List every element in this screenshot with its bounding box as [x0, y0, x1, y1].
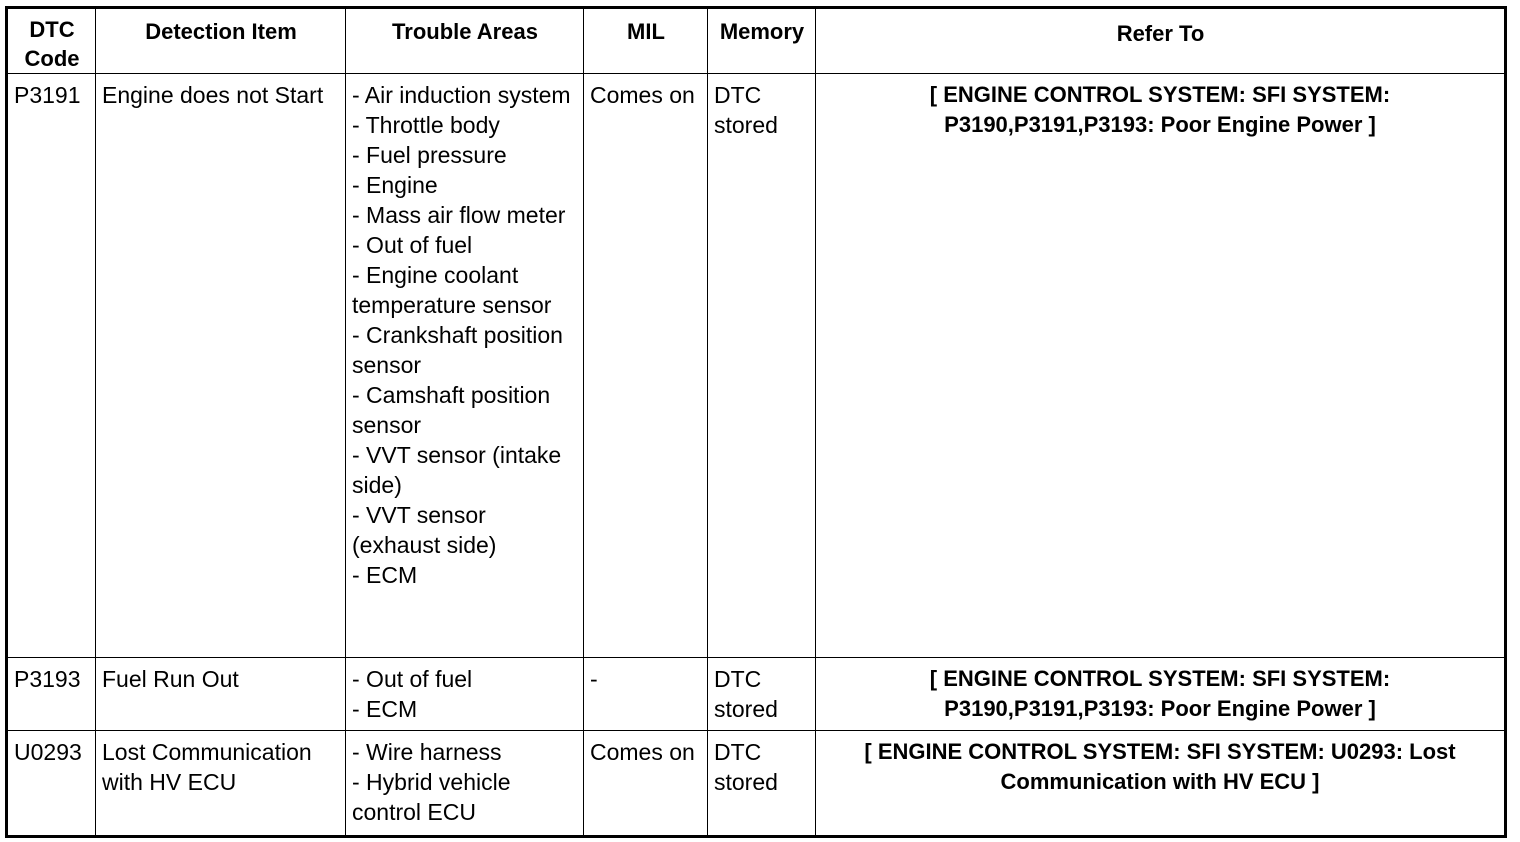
memory-cell: DTC stored — [707, 730, 816, 837]
dtc-code-cell: P3191 — [6, 72, 96, 659]
mil-cell: Comes on — [583, 730, 708, 837]
trouble-areas-cell: - Wire harness - Hybrid vehicle control … — [345, 730, 584, 837]
trouble-area-item: - Air induction system — [352, 82, 571, 108]
trouble-area-item: - Out of fuel — [352, 232, 473, 258]
refer-to-link[interactable]: [ ENGINE CONTROL SYSTEM: SFI SYSTEM: P31… — [815, 72, 1506, 659]
table-row: P3191 Engine does not Start - Air induct… — [6, 72, 1506, 659]
trouble-area-item: - Out of fuel — [352, 666, 473, 693]
trouble-area-item: - ECM — [352, 696, 418, 723]
trouble-area-item: - Hybrid vehicle control ECU — [352, 769, 511, 826]
detection-item-cell: Lost Communication with HV ECU — [95, 730, 346, 837]
header-dtc-code: DTC Code — [6, 7, 96, 74]
header-refer-to: Refer To — [815, 7, 1506, 74]
table-row: U0293 Lost Communication with HV ECU - W… — [6, 730, 1506, 837]
trouble-area-item: - Mass air flow meter — [352, 202, 566, 228]
detection-item-cell: Engine does not Start — [95, 72, 346, 659]
header-detection-item: Detection Item — [95, 7, 346, 74]
table-header: DTC Code Detection Item Trouble Areas MI… — [6, 7, 1506, 74]
header-memory: Memory — [707, 7, 816, 74]
dtc-code-cell: U0293 — [6, 730, 96, 837]
trouble-area-item: - Wire harness — [352, 739, 502, 766]
trouble-area-item: - Fuel pressure — [352, 142, 507, 168]
trouble-area-item: - ECM — [352, 562, 418, 588]
header-trouble-areas: Trouble Areas — [345, 7, 584, 74]
table-row: P3193 Fuel Run Out - Out of fuel - ECM -… — [6, 657, 1506, 732]
memory-cell: DTC stored — [707, 72, 816, 659]
mil-cell: Comes on — [583, 72, 708, 659]
trouble-area-item: - Engine coolant temperature sensor — [352, 262, 552, 318]
refer-to-link[interactable]: [ ENGINE CONTROL SYSTEM: SFI SYSTEM: U02… — [815, 730, 1506, 837]
table-body: P3191 Engine does not Start - Air induct… — [6, 72, 1506, 837]
trouble-area-item: - VVT sensor (intake side) — [352, 442, 562, 498]
header-row: DTC Code Detection Item Trouble Areas MI… — [6, 7, 1506, 74]
trouble-area-item: - Throttle body — [352, 112, 500, 138]
dtc-code-cell: P3193 — [6, 657, 96, 732]
trouble-area-item: - VVT sensor (exhaust side) — [352, 502, 497, 558]
trouble-areas-cell: - Air induction system - Throttle body -… — [345, 72, 584, 659]
trouble-area-item: - Crankshaft position sensor — [352, 322, 563, 378]
trouble-areas-cell: - Out of fuel - ECM — [345, 657, 584, 732]
mil-cell: - — [583, 657, 708, 732]
header-mil: MIL — [583, 7, 708, 74]
dtc-table: DTC Code Detection Item Trouble Areas MI… — [5, 6, 1507, 838]
detection-item-cell: Fuel Run Out — [95, 657, 346, 732]
refer-to-link[interactable]: [ ENGINE CONTROL SYSTEM: SFI SYSTEM: P31… — [815, 657, 1506, 732]
memory-cell: DTC stored — [707, 657, 816, 732]
trouble-area-item: - Camshaft position sensor — [352, 382, 551, 438]
trouble-area-item: - Engine — [352, 172, 438, 198]
